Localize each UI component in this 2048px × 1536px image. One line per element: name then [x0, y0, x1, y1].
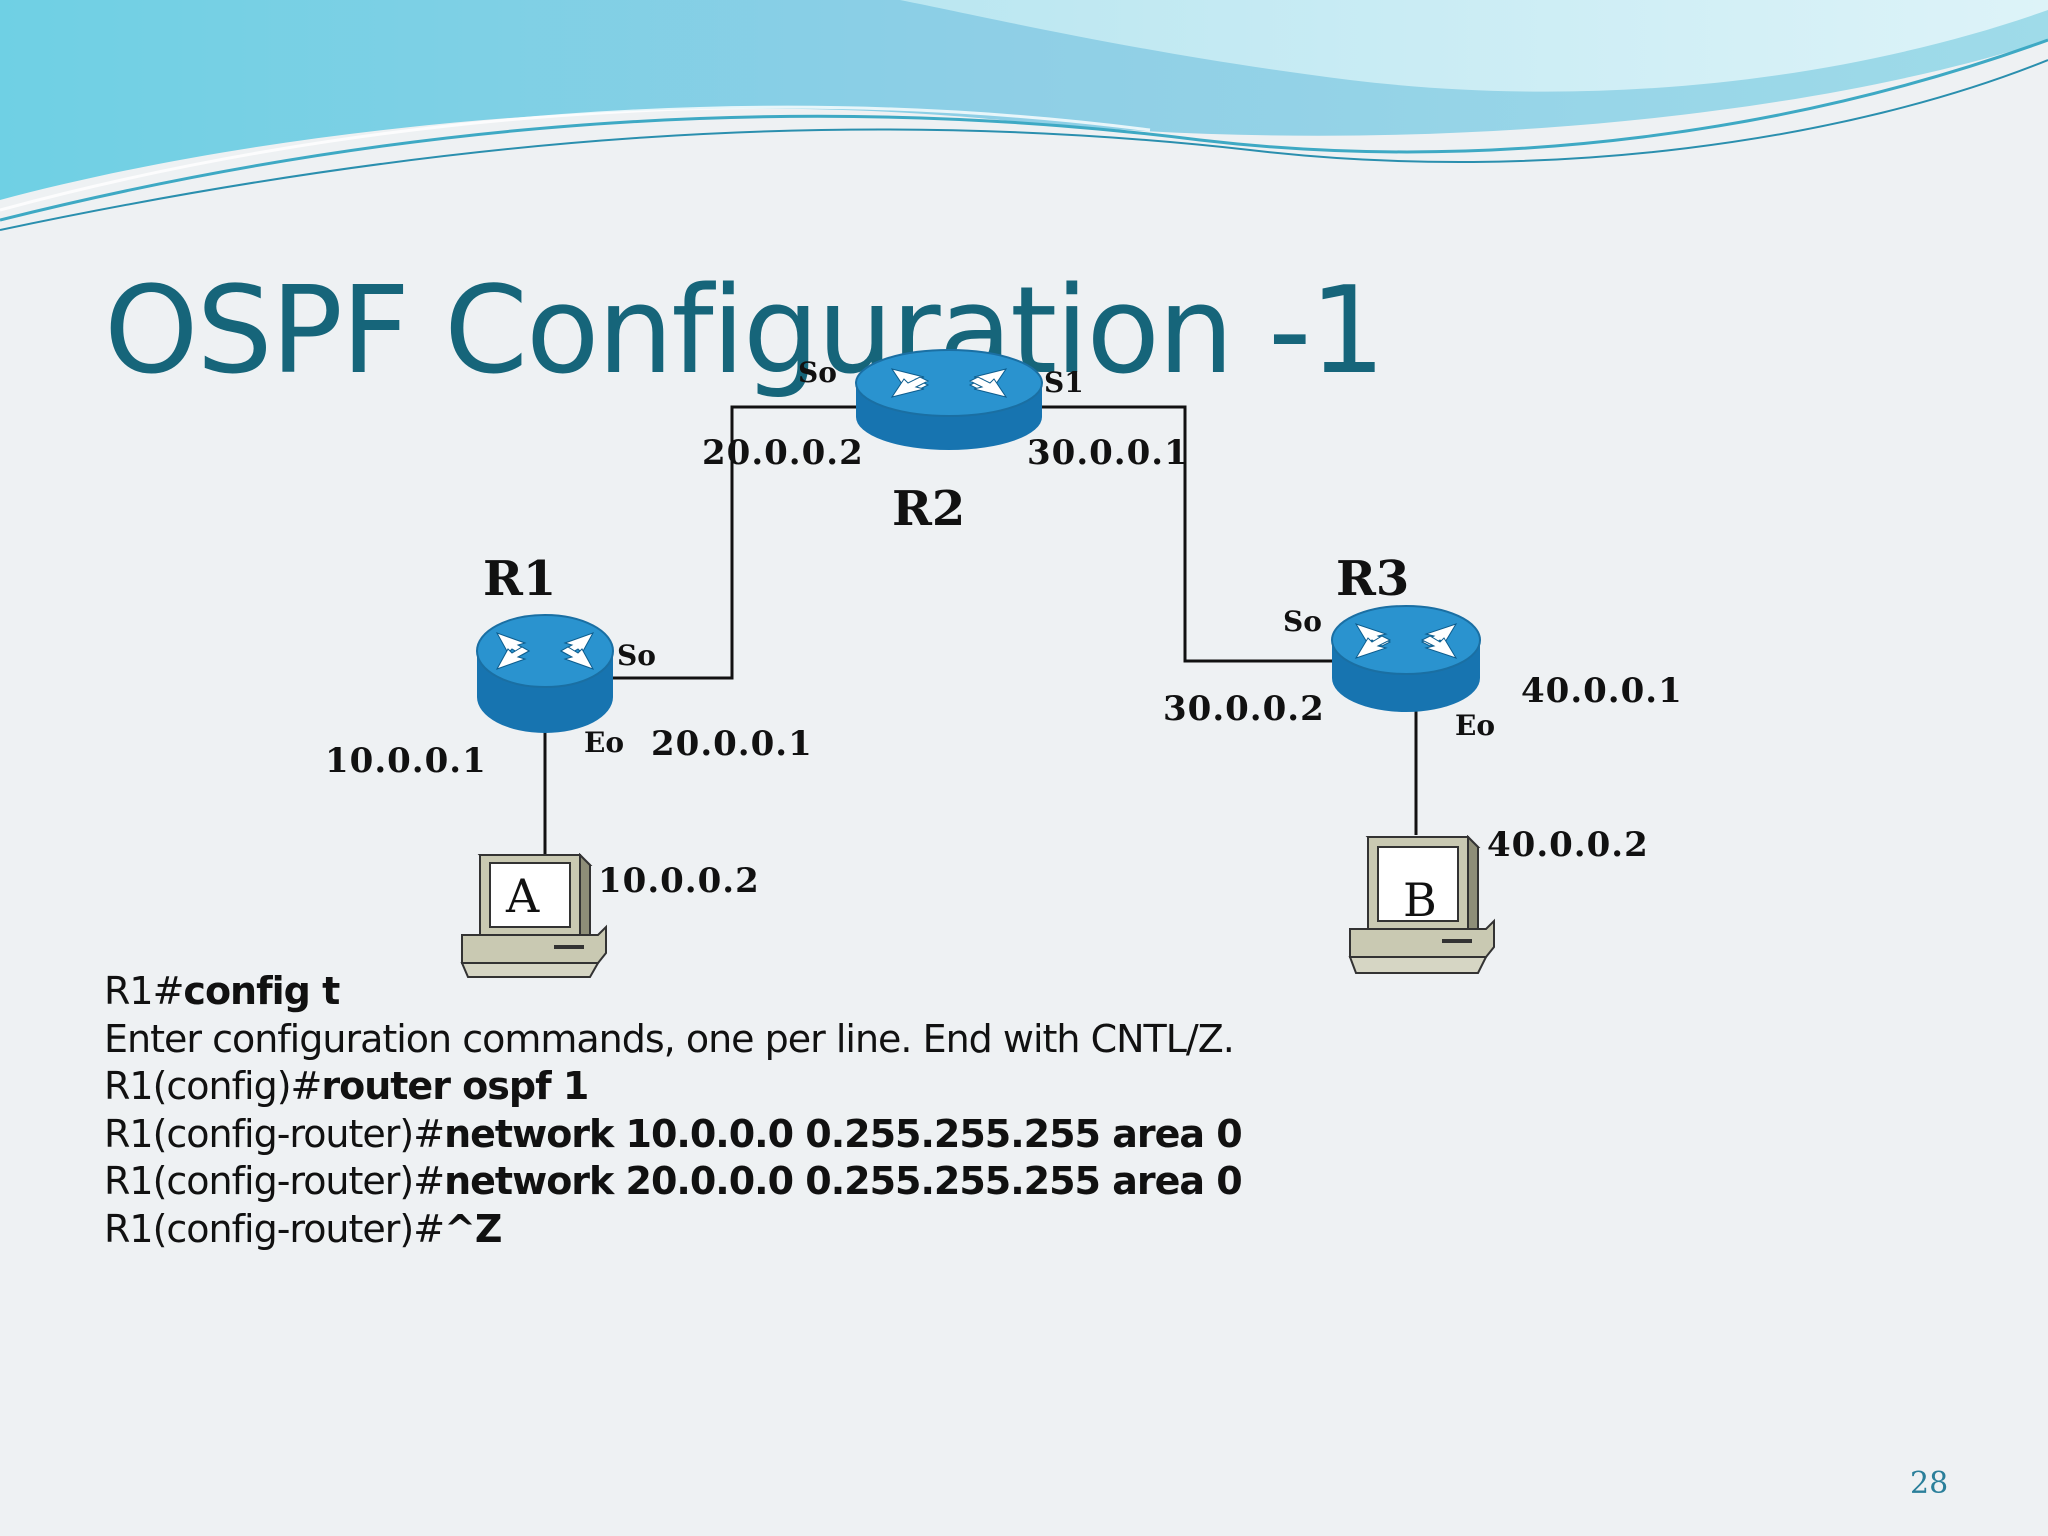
router-r2-name: R2 — [892, 481, 966, 537]
header-wave — [0, 0, 2048, 231]
r2-s1-ip: 30.0.0.1 — [1027, 433, 1189, 473]
host-b-computer-icon — [1348, 835, 1495, 974]
cli-line: R1(config-router)#network 10.0.0.0 0.255… — [104, 1111, 1243, 1156]
router-r1-name: R1 — [483, 551, 557, 607]
slide-title: OSPF Configuration -1 — [104, 262, 1386, 401]
link-r2-r3 — [1034, 405, 1334, 663]
cli-config-block: R1#config t Enter configuration commands… — [104, 968, 1243, 1253]
router-r3-icon — [1331, 605, 1481, 712]
r1-s0-interface: So — [617, 639, 656, 672]
r2-s1-interface: S1 — [1044, 366, 1084, 399]
router-r1-icon — [476, 614, 614, 733]
r2-s0-interface: So — [798, 356, 837, 389]
r2-s0-ip: 20.0.0.2 — [702, 433, 864, 473]
cli-line: R1#config t — [104, 969, 340, 1013]
host-b-label: B — [1403, 873, 1437, 927]
host-a-computer-icon — [460, 853, 607, 978]
host-a-ip: 10.0.0.2 — [598, 861, 760, 901]
cli-line: R1(config-router)#^Z — [104, 1206, 503, 1251]
cli-line: R1(config-router)#network 20.0.0.0 0.255… — [104, 1159, 1243, 1203]
r3-s0-ip: 30.0.0.2 — [1163, 689, 1325, 729]
cli-line: R1(config)#router ospf 1 — [104, 1064, 589, 1108]
page-number: 28 — [1910, 1466, 1949, 1501]
r1-s0-ip: 20.0.0.1 — [651, 724, 813, 764]
host-a-label: A — [506, 869, 540, 923]
router-r3-name: R3 — [1336, 551, 1410, 607]
cli-line: Enter configuration commands, one per li… — [104, 1016, 1235, 1061]
host-b-ip: 40.0.0.2 — [1487, 825, 1649, 865]
link-r1-r2 — [607, 405, 860, 680]
r1-e0-interface: Eo — [584, 726, 625, 759]
r3-e0-ip: 40.0.0.1 — [1521, 671, 1683, 711]
r1-e0-ip: 10.0.0.1 — [325, 741, 487, 781]
router-r2-icon — [855, 349, 1043, 450]
r3-e0-interface: Eo — [1455, 709, 1496, 742]
r3-s0-interface: So — [1283, 605, 1322, 638]
